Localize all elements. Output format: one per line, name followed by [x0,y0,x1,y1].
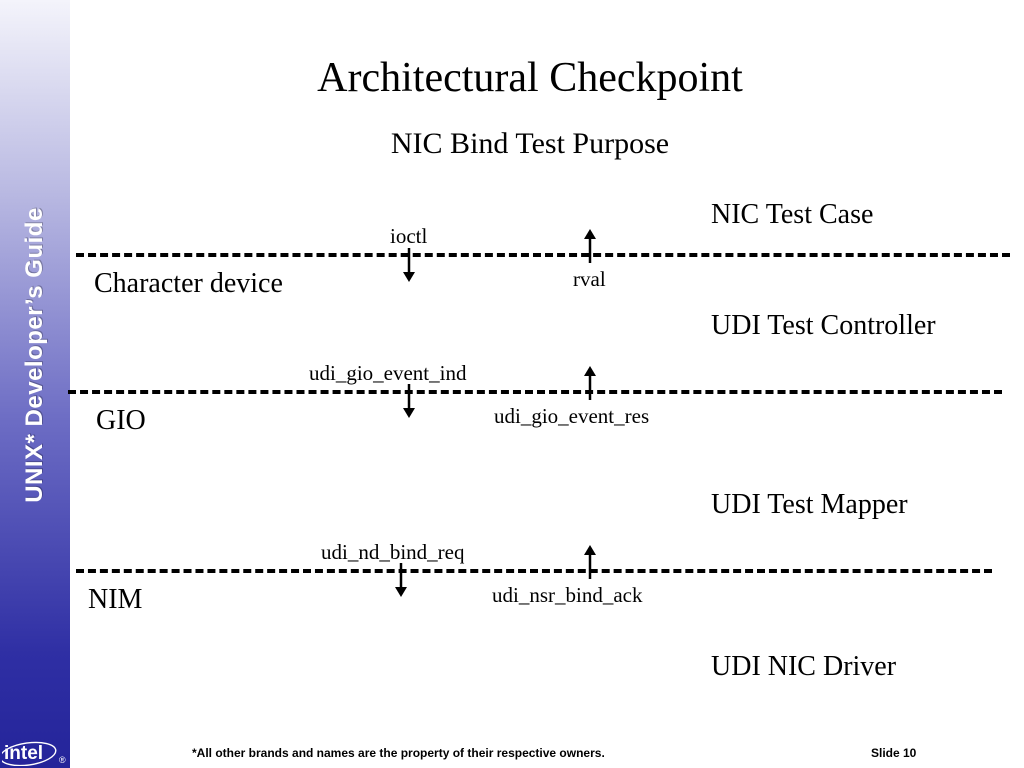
call-udi-nsr-bind-ack: udi_nsr_bind_ack [492,583,643,607]
footer-note: *All other brands and names are the prop… [192,746,605,760]
intel-logo-text: intel [4,743,43,764]
boundary-character-device [76,253,1010,257]
boundary-nim [76,569,992,573]
interface-character-device: Character device [94,268,283,299]
layer-udi-test-controller: UDI Test Controller [711,310,936,341]
slide-subtitle: NIC Bind Test Purpose [390,127,670,160]
call-ioctl: ioctl [390,224,428,248]
sidebar: UNIX* Developer’s Guide intel ® [0,0,70,768]
layer-udi-nic-driver: UDI NIC Driver [711,651,897,682]
arrow-up-nsr-bind-ack [584,545,596,579]
call-udi-gio-event-ind: udi_gio_event_ind [309,361,467,385]
layer-nic-test-case: NIC Test Case [711,199,874,230]
registered-mark: ® [59,755,66,765]
slide-number: Slide 10 [871,746,917,760]
arrow-down-ioctl [403,248,415,282]
boundary-gio [68,390,1002,394]
interface-gio: GIO [96,405,146,436]
slide-title: Architectural Checkpoint [317,55,743,101]
call-rval: rval [573,267,606,291]
call-udi-nd-bind-req: udi_nd_bind_req [321,540,465,564]
call-udi-gio-event-res: udi_gio_event_res [494,404,650,428]
intel-logo: intel ® [2,741,66,766]
sidebar-title: UNIX* Developer’s Guide [21,207,48,503]
arrow-down-gio-event-ind [403,384,415,418]
layer-udi-test-mapper: UDI Test Mapper [711,489,908,520]
arrow-down-nd-bind-req [395,563,407,597]
interface-nim: NIM [88,584,143,615]
arrow-up-rval [584,229,596,263]
arrow-up-gio-event-res [584,366,596,400]
